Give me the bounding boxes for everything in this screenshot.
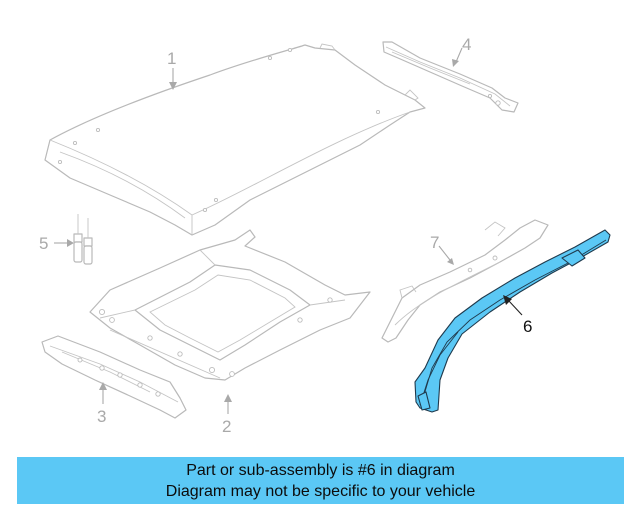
roof-panel <box>44 43 426 236</box>
banner-line-disclaimer: Diagram may not be specific to your vehi… <box>165 483 476 500</box>
callout-6[interactable]: 6 <box>523 317 532 336</box>
callout-4: 4 <box>462 35 471 54</box>
parts-diagram: 1 2 3 4 5 6 7 <box>39 35 611 436</box>
rivet <box>73 214 93 265</box>
callout-7: 7 <box>430 233 439 252</box>
rear-header <box>382 41 519 113</box>
callout-5: 5 <box>39 234 48 253</box>
callout-1: 1 <box>167 49 176 68</box>
callout-3: 3 <box>97 407 106 426</box>
info-banner: Part or sub-assembly is #6 in diagram Di… <box>17 457 624 504</box>
banner-line-part-number: Part or sub-assembly is #6 in diagram <box>186 462 455 479</box>
front-header <box>41 335 187 419</box>
leader-lines <box>54 47 523 414</box>
roof-side-rail[interactable] <box>414 229 611 413</box>
side-rail-reinforcement <box>381 219 549 343</box>
callout-2: 2 <box>222 417 231 436</box>
roof-frame <box>89 229 371 381</box>
